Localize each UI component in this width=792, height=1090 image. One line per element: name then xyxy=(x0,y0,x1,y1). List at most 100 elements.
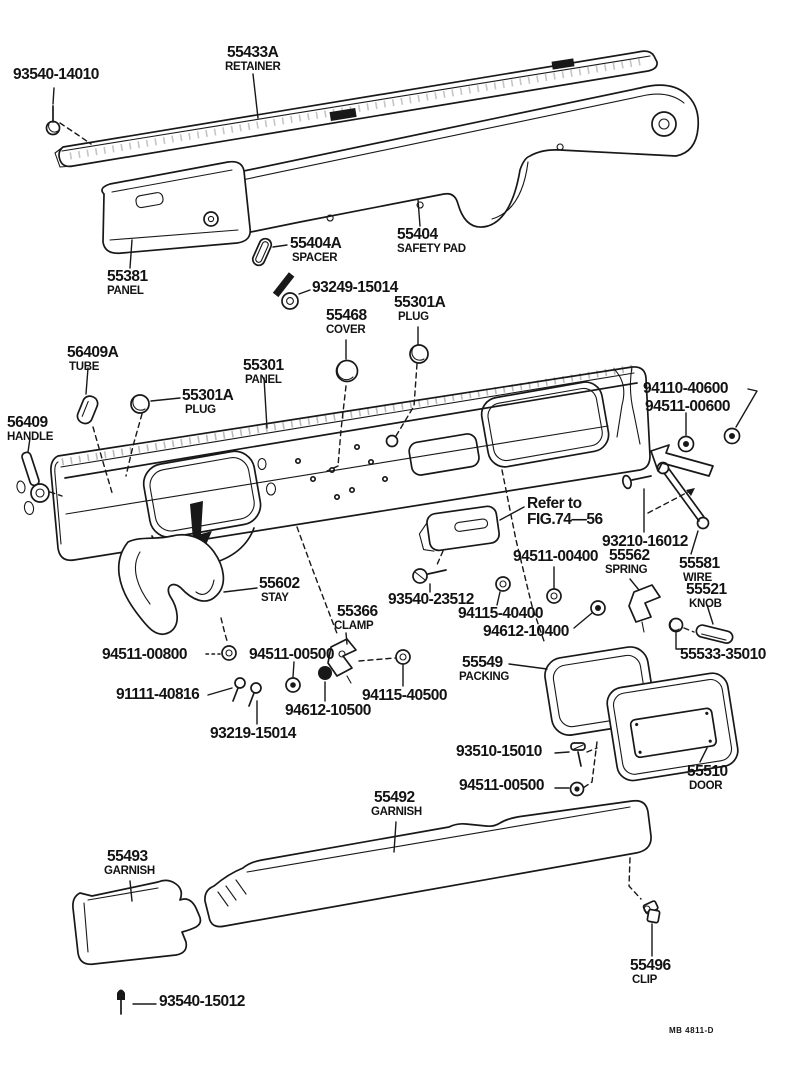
part-number: 55404 xyxy=(397,226,438,243)
part-name: DOOR xyxy=(689,780,723,792)
door-55510 xyxy=(606,672,739,782)
part-number: 55562 xyxy=(609,547,650,564)
garnish-55492 xyxy=(204,799,652,928)
part-name: GARNISH xyxy=(371,806,422,818)
part-name: HANDLE xyxy=(7,431,54,443)
callout-94612-10400: 94612-10400 xyxy=(483,623,569,640)
grommet-94511-00500-low xyxy=(554,781,585,797)
part-number: 94115-40500 xyxy=(362,687,448,704)
part-name: PLUG xyxy=(185,404,216,416)
plug-55301a-right xyxy=(409,326,429,364)
part-name: SPACER xyxy=(292,252,338,264)
packing-door-parts xyxy=(508,646,739,797)
part-number: 55404A xyxy=(290,235,342,252)
part-retainer-55433a xyxy=(45,50,658,168)
part-number: 55301A xyxy=(182,387,234,404)
part-name: PANEL xyxy=(245,374,282,386)
part-number: 93540-23512 xyxy=(388,591,474,608)
part-number: 93510-15010 xyxy=(456,743,542,760)
part-number: 93219-15014 xyxy=(210,725,296,742)
garnish-55493 xyxy=(72,879,202,966)
figure-code: MB 4811-D xyxy=(669,1026,714,1035)
part-number: 55549 xyxy=(462,654,503,671)
part-number: 56409A xyxy=(67,344,119,361)
part-number: 94511-00500 xyxy=(249,646,335,663)
callout-93540-14010: 93540-14010 xyxy=(13,66,99,83)
part-number: 93540-14010 xyxy=(13,66,99,83)
ashtray-refer-fig xyxy=(418,505,525,568)
part-number: 55433A xyxy=(227,44,279,61)
part-name: GARNISH xyxy=(104,865,155,877)
callout-93219-15014: 93219-15014 xyxy=(210,725,296,742)
callout-94511-00500-mid: 94511-00500 xyxy=(249,646,335,663)
part-number: 91111-40816 xyxy=(116,686,200,703)
part-name: STAY xyxy=(261,592,289,604)
callout-93210-16012: 93210-16012 xyxy=(602,533,688,550)
cover-55468 xyxy=(335,339,359,383)
grommet-94511-00500-mid xyxy=(285,661,301,693)
part-number: 94115-40400 xyxy=(458,605,544,622)
callout-94511-00600: 94511-00600 xyxy=(645,399,731,415)
part-name: KNOB xyxy=(689,598,722,610)
part-number: 55602 xyxy=(259,575,300,592)
callout-94511-00800: 94511-00800 xyxy=(102,646,188,663)
grommet-94511-00800 xyxy=(205,645,237,661)
part-number: 55533-35010 xyxy=(680,646,766,663)
refer-line1: Refer to xyxy=(527,495,582,512)
callout-94511-00400: 94511-00400 xyxy=(513,549,599,565)
part-safety-pad-55404 xyxy=(101,84,700,310)
part-number: 93249-15014 xyxy=(312,279,398,296)
handle-56409 xyxy=(21,437,63,503)
bolts-91111-40816 xyxy=(207,677,262,707)
part-name: COVER xyxy=(326,324,366,336)
part-number: 55366 xyxy=(337,603,378,620)
spacer-55404a xyxy=(251,237,273,267)
part-name: SAFETY PAD xyxy=(397,243,466,255)
center-parts xyxy=(117,526,411,725)
grommet-94115-40400 xyxy=(495,576,511,606)
assembly-arrow xyxy=(650,444,714,477)
screw-93510-15010 xyxy=(554,742,586,767)
part-number: 55581 xyxy=(679,555,720,572)
callout-93540-23512: 93540-23512 xyxy=(388,591,474,608)
callout-94612-10500: 94612-10500 xyxy=(285,703,371,719)
stay-55602 xyxy=(117,533,258,645)
screw-93540-15012 xyxy=(117,989,157,1015)
callout-93540-15012: 93540-15012 xyxy=(159,994,245,1010)
part-number: 94511-00800 xyxy=(102,646,188,663)
part-number: 94612-10400 xyxy=(483,623,569,640)
nut-94511-00600 xyxy=(677,412,695,453)
part-number: 55381 xyxy=(107,268,148,285)
part-number: 93210-16012 xyxy=(602,533,688,550)
part-name: RETAINER xyxy=(225,61,281,73)
part-name: SPRING xyxy=(605,564,648,576)
part-name: TUBE xyxy=(69,361,100,373)
callout-55533-35010: 55533-35010 xyxy=(680,646,766,663)
plug-55301a-left xyxy=(125,394,181,477)
clip-55496 xyxy=(628,857,661,957)
part-number: 55521 xyxy=(686,581,727,598)
callout-94110-40600: 94110-40600 xyxy=(643,380,729,397)
part-number: 94110-40600 xyxy=(643,380,729,397)
grommet-94115-40500 xyxy=(395,649,411,687)
knob-55521 xyxy=(695,604,734,644)
grommet-55533-35010 xyxy=(668,617,695,650)
grommet-94612-10500 xyxy=(318,666,332,702)
part-number: 55301A xyxy=(394,294,446,311)
callout-94115-40500: 94115-40500 xyxy=(362,687,448,704)
part-number: 55468 xyxy=(326,307,367,324)
